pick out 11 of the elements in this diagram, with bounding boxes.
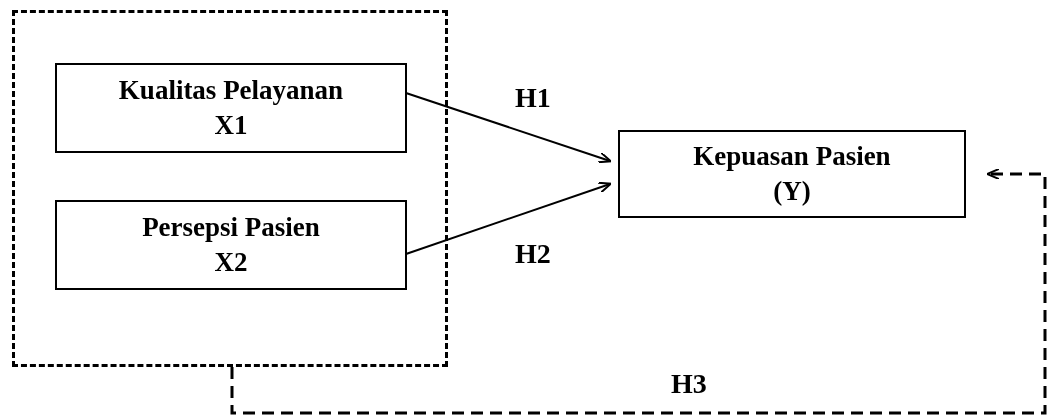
node-label: Kualitas Pelayanan [118,73,344,107]
node-label: (Y) [773,175,811,208]
node-label: X1 [214,109,248,142]
variable-box [55,200,407,290]
arrow [230,168,1047,415]
node-label: Kepuasan Pasien [693,139,891,173]
group-box [12,10,448,367]
node-label: X2 [214,246,248,279]
variable-box [618,130,966,218]
variable-box [55,63,407,153]
node-label: Persepsi Pasien [142,210,320,244]
